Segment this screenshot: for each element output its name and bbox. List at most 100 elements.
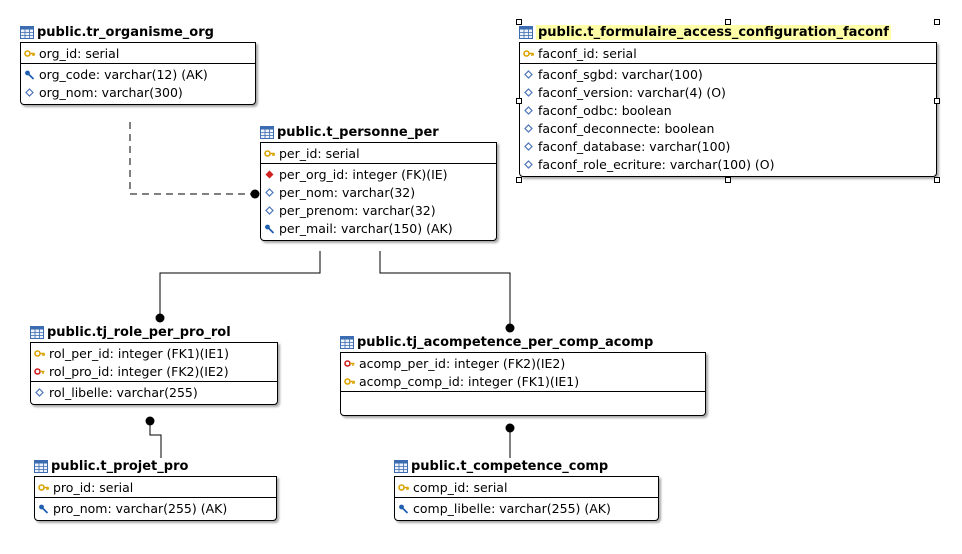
key-icon	[523, 48, 534, 59]
pk-fk-key-icon	[34, 366, 45, 377]
table-icon	[20, 25, 34, 39]
entity-name: public.t_projet_pro	[51, 458, 189, 474]
selection-handle-top-left[interactable]	[516, 19, 522, 25]
attribute-row[interactable]: pro_id: serial	[35, 478, 276, 496]
primary-key-section: acomp_per_id: integer (FK2)(IE2) acomp_co…	[341, 353, 705, 392]
attribute-text: org_code: varchar(12) (AK)	[39, 66, 208, 82]
entity-title[interactable]: public.tr_organisme_org	[20, 22, 256, 42]
attribute-section	[341, 392, 705, 415]
attribute-row[interactable]: faconf_role_ecriture: varchar(100) (O)	[520, 155, 936, 173]
attribute-text: pro_nom: varchar(255) (AK)	[53, 500, 228, 516]
attribute-row[interactable]: per_org_id: integer (FK)(IE)	[261, 165, 496, 183]
entity-t-projet-pro[interactable]: public.t_projet_pro pro_id: serial pro_nom…	[34, 456, 277, 521]
attribute-row[interactable]: acomp_per_id: integer (FK2)(IE2)	[341, 354, 705, 372]
attribute-section: per_org_id: integer (FK)(IE)per_nom: var…	[261, 164, 496, 240]
table-icon	[519, 25, 533, 39]
primary-key-section: comp_id: serial	[395, 477, 658, 498]
attribute-text: comp_id: serial	[413, 479, 508, 495]
attribute-row[interactable]: org_id: serial	[21, 44, 255, 62]
attribute-diamond-icon	[523, 123, 534, 134]
selection-handle-top-middle[interactable]	[725, 19, 731, 25]
ak-key-icon	[398, 503, 409, 514]
attribute-row[interactable]: faconf_odbc: boolean	[520, 101, 936, 119]
attribute-row[interactable]: rol_pro_id: integer (FK2)(IE2)	[31, 362, 277, 380]
attribute-text: faconf_id: serial	[538, 45, 637, 61]
ak-key-icon	[38, 503, 49, 514]
table-icon	[340, 335, 354, 349]
entity-title[interactable]: public.tj_role_per_pro_rol	[30, 322, 278, 342]
attribute-text: acomp_per_id: integer (FK2)(IE2)	[359, 355, 566, 371]
entity-t-formulaire-access-configuration-faconf[interactable]: public.t_formulaire_access_configuration…	[519, 22, 937, 177]
entity-name: public.tj_acompetence_per_comp_acomp	[357, 334, 654, 350]
attribute-row[interactable]: comp_id: serial	[395, 478, 658, 496]
relationship-end-dot	[145, 416, 155, 426]
attribute-text: per_org_id: integer (FK)(IE)	[279, 166, 448, 182]
attribute-row[interactable]: per_id: serial	[261, 144, 496, 162]
attribute-text: rol_pro_id: integer (FK2)(IE2)	[49, 363, 229, 379]
attribute-diamond-icon	[264, 187, 275, 198]
table-icon	[394, 459, 408, 473]
entity-name: public.t_formulaire_access_configuration…	[536, 24, 891, 40]
entity-title[interactable]: public.t_competence_comp	[394, 456, 659, 476]
key-icon	[38, 482, 49, 493]
entity-tj-role-per-pro-rol[interactable]: public.tj_role_per_pro_rol rol_per_id: in…	[30, 322, 278, 405]
attribute-row[interactable]: per_nom: varchar(32)	[261, 183, 496, 201]
entity-body[interactable]: rol_per_id: integer (FK1)(IE1)rol_pro_id…	[30, 342, 278, 405]
entity-body[interactable]: acomp_per_id: integer (FK2)(IE2) acomp_co…	[340, 352, 706, 416]
attribute-text: per_mail: varchar(150) (AK)	[279, 220, 453, 236]
attribute-section: org_code: varchar(12) (AK) org_nom: varch…	[21, 64, 255, 104]
attribute-row[interactable]: acomp_comp_id: integer (FK1)(IE1)	[341, 372, 705, 390]
entity-title[interactable]: public.tj_acompetence_per_comp_acomp	[340, 332, 706, 352]
relationship-personne-role	[159, 251, 321, 318]
selection-handle-bottom-right[interactable]	[934, 177, 940, 183]
entity-title[interactable]: public.t_formulaire_access_configuration…	[519, 22, 937, 42]
selection-handle-bottom-left[interactable]	[516, 177, 522, 183]
attribute-text: faconf_version: varchar(4) (O)	[538, 84, 726, 100]
entity-body[interactable]: org_id: serial org_code: varchar(12) (AK)…	[20, 42, 256, 105]
selection-handle-top-right[interactable]	[934, 19, 940, 25]
attribute-row[interactable]: faconf_version: varchar(4) (O)	[520, 83, 936, 101]
attribute-row[interactable]: faconf_sgbd: varchar(100)	[520, 65, 936, 83]
entity-name: public.tj_role_per_pro_rol	[47, 324, 231, 340]
attribute-text: faconf_odbc: boolean	[538, 102, 672, 118]
key-icon	[24, 48, 35, 59]
attribute-row[interactable]: org_code: varchar(12) (AK)	[21, 65, 255, 83]
attribute-row[interactable]: faconf_deconnecte: boolean	[520, 119, 936, 137]
attribute-row[interactable]: org_nom: varchar(300)	[21, 83, 255, 101]
relationship-organisme-personne	[129, 122, 255, 195]
attribute-row[interactable]: pro_nom: varchar(255) (AK)	[35, 499, 276, 517]
attribute-text: org_nom: varchar(300)	[39, 84, 183, 100]
entity-title[interactable]: public.t_projet_pro	[34, 456, 277, 476]
attribute-diamond-icon	[523, 87, 534, 98]
entity-title[interactable]: public.t_personne_per	[260, 122, 497, 142]
attribute-text: faconf_deconnecte: boolean	[538, 120, 715, 136]
entity-body[interactable]: faconf_id: serial faconf_sgbd: varchar(10…	[519, 42, 937, 177]
selection-handle-middle-right[interactable]	[934, 98, 940, 104]
attribute-row[interactable]: faconf_database: varchar(100)	[520, 137, 936, 155]
entity-t-personne-per[interactable]: public.t_personne_per per_id: serial per_o…	[260, 122, 497, 241]
attribute-row[interactable]: rol_per_id: integer (FK1)(IE1)	[31, 344, 277, 362]
attribute-row[interactable]: comp_libelle: varchar(255) (AK)	[395, 499, 658, 517]
selection-handle-bottom-middle[interactable]	[725, 177, 731, 183]
entity-body[interactable]: per_id: serial per_org_id: integer (FK)(I…	[260, 142, 497, 241]
selection-handle-middle-left[interactable]	[516, 98, 522, 104]
attribute-text: acomp_comp_id: integer (FK1)(IE1)	[359, 373, 580, 389]
relationship-projet-role	[149, 421, 162, 458]
attribute-row[interactable]: per_prenom: varchar(32)	[261, 201, 496, 219]
attribute-section: pro_nom: varchar(255) (AK)	[35, 498, 276, 520]
attribute-diamond-icon	[523, 141, 534, 152]
relationship-personne-acomp	[379, 251, 511, 328]
key-icon	[398, 482, 409, 493]
attribute-row[interactable]: rol_libelle: varchar(255)	[31, 383, 277, 401]
entity-body[interactable]: comp_id: serial comp_libelle: varchar(255…	[394, 476, 659, 521]
attribute-row[interactable]: per_mail: varchar(150) (AK)	[261, 219, 496, 237]
entity-body[interactable]: pro_id: serial pro_nom: varchar(255) (AK)	[34, 476, 277, 521]
attribute-row[interactable]: faconf_id: serial	[520, 44, 936, 62]
attribute-text: faconf_role_ecriture: varchar(100) (O)	[538, 156, 775, 172]
attribute-text: faconf_sgbd: varchar(100)	[538, 66, 703, 82]
primary-key-section: per_id: serial	[261, 143, 496, 164]
